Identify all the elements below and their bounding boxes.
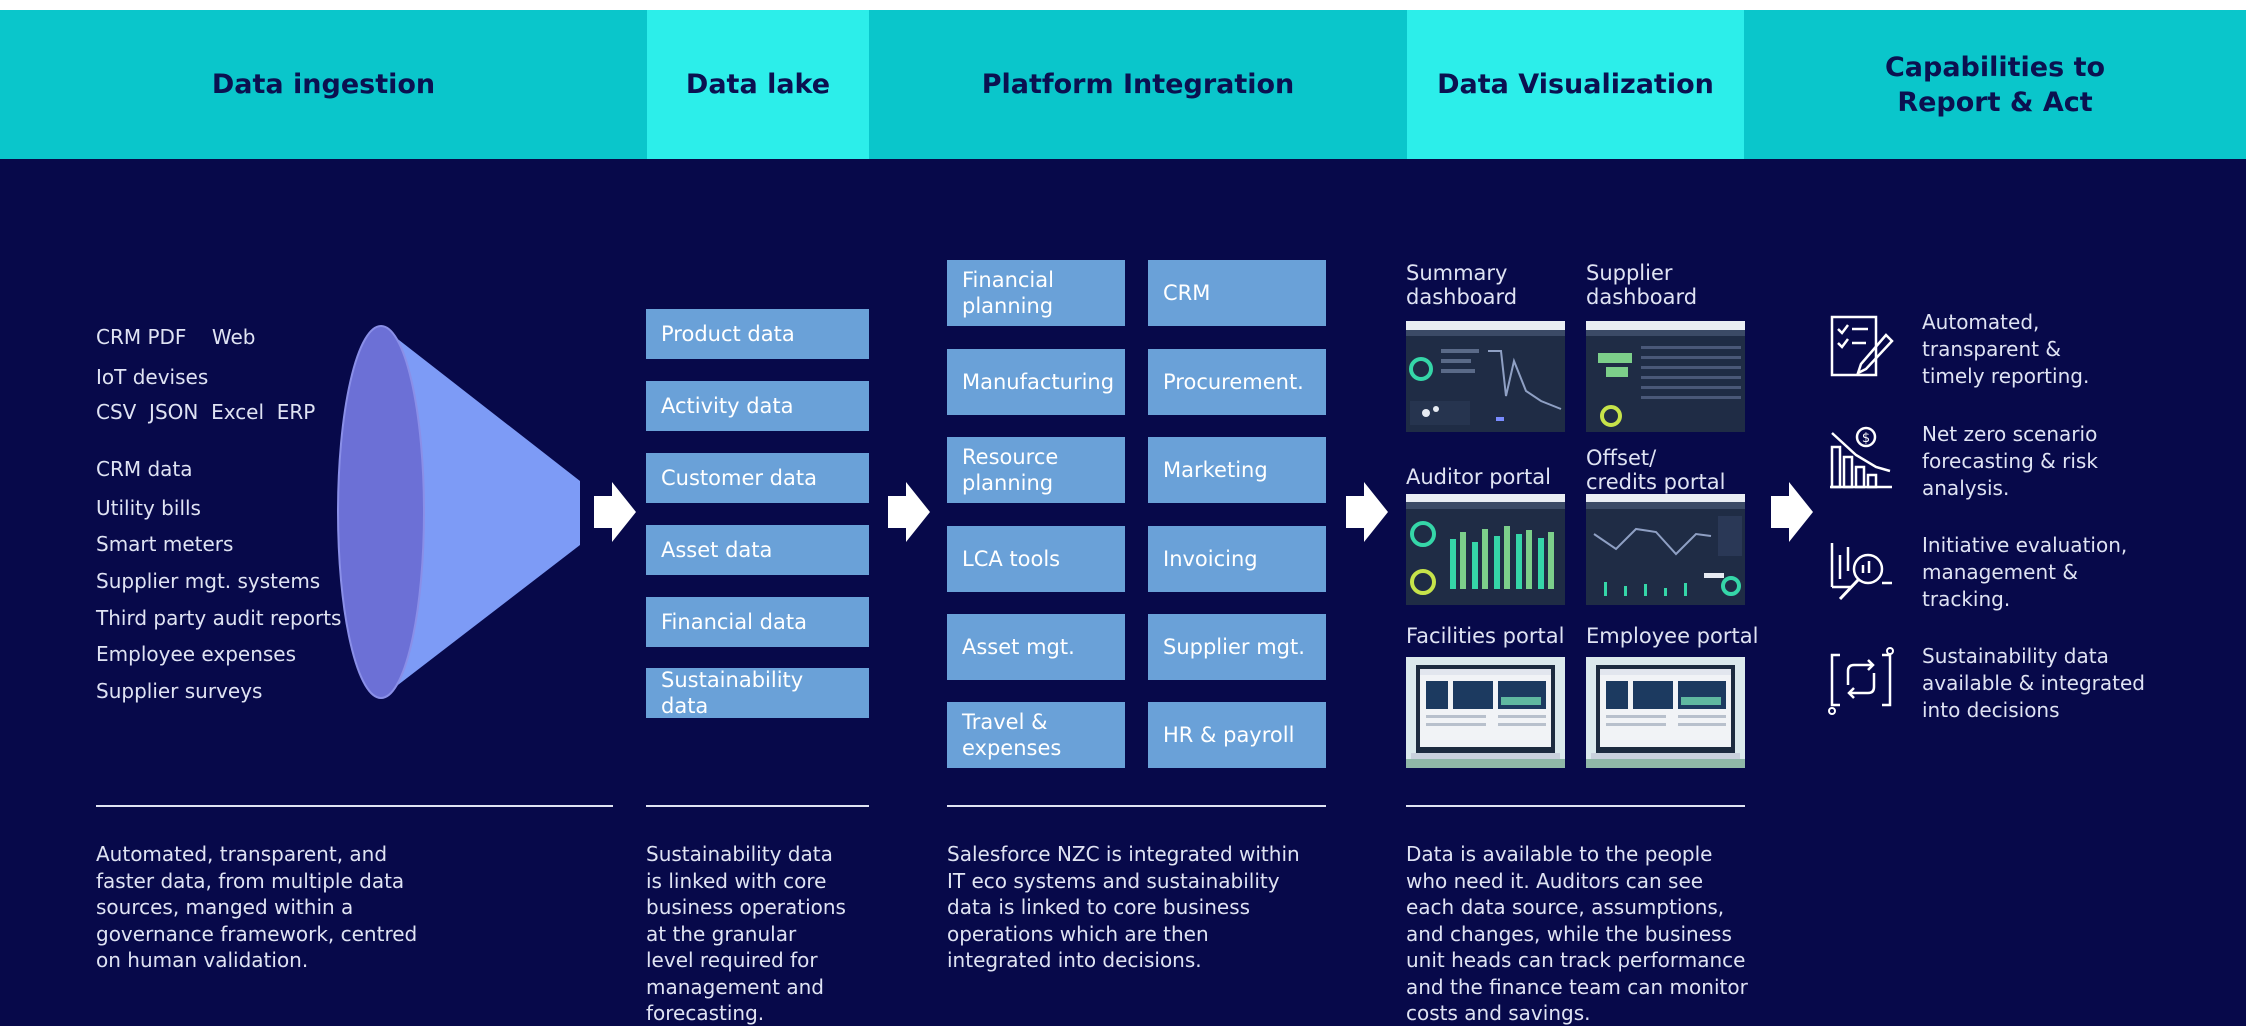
integration-box-label: CRM [1163,281,1211,305]
source-item: Supplier surveys [96,679,263,703]
integration-box-procurement: Procurement. [1148,349,1326,415]
integration-box-label: HR & payroll [1163,723,1295,747]
lake-box-label: Financial data [661,610,807,634]
integration-box-label: LCA tools [962,547,1061,571]
arrow-right-icon [1771,482,1813,542]
offset-portal-thumbnail [1586,494,1745,605]
integration-box-label: Invoicing [1163,547,1258,571]
integration-box-label: Supplier mgt. [1163,635,1305,659]
lake-box-activity: Activity data [646,381,869,431]
dashboard-label-supplier: Supplier dashboard [1586,261,1698,309]
dashboard-label-auditor: Auditor portal [1406,465,1551,489]
lake-box-product: Product data [646,309,869,359]
divider-integration [947,805,1326,807]
lake-box-label: Sustainability data [661,668,804,718]
capability-text: Sustainability data available & integrat… [1922,644,2145,722]
integration-box-label: Resource planning [962,445,1059,495]
header-visualization: Data Visualization [1407,10,1744,159]
header-ingestion: Data ingestion [0,10,647,159]
header-integration-label: Platform Integration [981,69,1295,100]
header-integration: Platform Integration [869,10,1407,159]
header-visualization-label: Data Visualization [1437,69,1714,100]
header-lake: Data lake [647,10,869,159]
source-row-1: CRM PDF Web [96,325,256,349]
svg-text:$: $ [1862,431,1870,446]
lake-box-label: Customer data [661,466,817,490]
description-integration: Salesforce NZC is integrated within IT e… [947,842,1300,972]
integration-box-asset-mgt: Asset mgt. [947,614,1125,680]
arrow-right-icon [888,482,930,542]
facilities-portal-thumbnail [1406,657,1565,768]
capability-text: Initiative evaluation, management & trac… [1922,533,2128,611]
source-row-3: CSV JSON Excel ERP [96,400,316,424]
lake-box-financial: Financial data [646,597,869,647]
lake-box-label: Asset data [661,538,773,562]
lake-box-label: Activity data [661,394,794,418]
integration-box-hr-payroll: HR & payroll [1148,702,1326,768]
description-visualization: Data is available to the people who need… [1406,842,1748,1025]
header-lake-label: Data lake [685,69,831,100]
integration-box-label: Procurement. [1163,370,1304,394]
employee-portal-thumbnail [1586,657,1745,768]
cycle-arrows-icon [1828,647,1894,715]
integration-box-marketing: Marketing [1148,437,1326,503]
dashboard-label-summary: Summary dashboard [1406,261,1518,309]
declining-bar-chart-dollar-icon: $ [1830,426,1892,489]
header-ingestion-label: Data ingestion [211,69,436,100]
integration-box-label: Marketing [1163,458,1268,482]
integration-box-label: Travel & expenses [962,710,1062,760]
funnel-icon [337,325,580,699]
source-item: Smart meters [96,532,234,556]
integration-box-crm: CRM [1148,260,1326,326]
dashboard-label-employee: Employee portal [1586,624,1759,648]
source-item: Third party audit reports [96,606,342,630]
source-row-2: IoT devises [96,365,209,389]
integration-box-lca-tools: LCA tools [947,526,1125,592]
lake-box-customer: Customer data [646,453,869,503]
lake-box-sustainability: Sustainability data [646,668,869,718]
divider-ingestion [96,805,613,807]
integration-box-resource-planning: Resource planning [947,437,1125,503]
lake-box-asset: Asset data [646,525,869,575]
divider-lake [646,805,869,807]
integration-box-financial-planning: Financial planning [947,260,1125,326]
integration-box-label: Asset mgt. [962,635,1075,659]
supplier-dashboard-thumbnail [1586,321,1745,432]
integration-box-manufacturing: Manufacturing [947,349,1125,415]
source-item: Supplier mgt. systems [96,569,321,593]
integration-box-label: Manufacturing [962,370,1115,394]
auditor-portal-thumbnail [1406,494,1565,605]
integration-box-travel-expenses: Travel & expenses [947,702,1125,768]
checklist-pen-icon [1830,315,1894,377]
source-item: Employee expenses [96,642,297,666]
capability-text: Automated, transparent & timely reportin… [1922,310,2090,388]
capability-text: Net zero scenario forecasting & risk ana… [1922,422,2098,500]
divider-visualization [1406,805,1745,807]
integration-box-label: Financial planning [962,268,1054,318]
arrow-right-icon [594,482,636,542]
header-capabilities-line1: Capabilities to [1884,51,2106,83]
header-capabilities-line2: Report & Act [1897,86,2093,118]
magnifier-chart-icon [1830,543,1892,601]
dashboard-label-facilities: Facilities portal [1406,624,1565,648]
source-item: Utility bills [96,496,201,520]
summary-dashboard-thumbnail [1406,321,1565,432]
source-item: CRM data [96,457,193,481]
lake-box-label: Product data [661,322,795,346]
arrow-right-icon [1346,482,1388,542]
dashboard-label-offset: Offset/ credits portal [1586,446,1726,494]
description-ingestion: Automated, transparent, and faster data,… [96,842,418,972]
integration-box-invoicing: Invoicing [1148,526,1326,592]
header-capabilities: Capabilities to Report & Act [1744,10,2246,159]
integration-box-supplier-mgt: Supplier mgt. [1148,614,1326,680]
description-lake: Sustainability data is linked with core … [646,842,846,1025]
